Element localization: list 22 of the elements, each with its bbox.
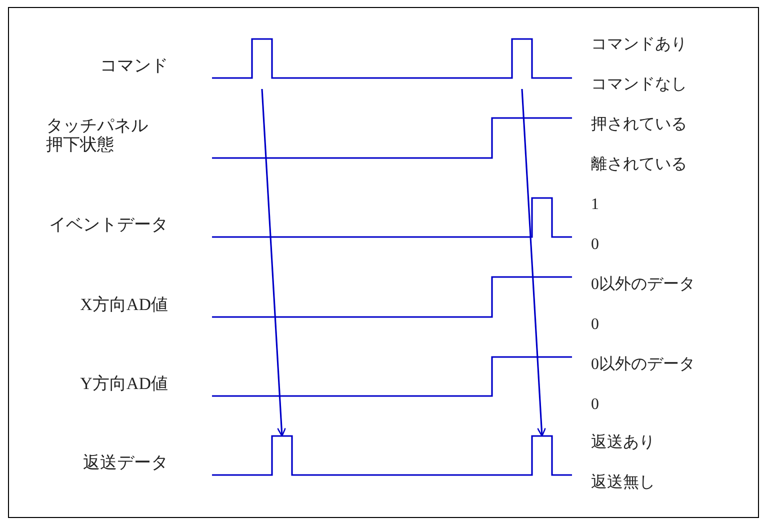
state-label: 0 bbox=[591, 395, 599, 415]
state-label: コマンドあり bbox=[591, 35, 687, 55]
state-label: 0以外のデータ bbox=[591, 355, 695, 375]
arrow bbox=[521, 88, 546, 437]
state-label: 0 bbox=[591, 315, 599, 335]
state-label: 返送あり bbox=[591, 433, 655, 453]
state-label: 押されている bbox=[591, 115, 687, 135]
state-label: 離されている bbox=[591, 155, 687, 175]
signal-name: 返送データ bbox=[83, 452, 168, 472]
state-label: 1 bbox=[591, 195, 599, 215]
state-label: コマンドなし bbox=[591, 75, 687, 95]
arrow bbox=[261, 88, 286, 437]
signal-waveform bbox=[212, 38, 572, 79]
state-label: 0 bbox=[591, 235, 599, 255]
signal-waveform bbox=[212, 435, 572, 476]
signal-name: イベントデータ bbox=[49, 214, 168, 234]
state-label: 0以外のデータ bbox=[591, 275, 695, 295]
signal-name: タッチパネル押下状態 bbox=[46, 116, 149, 154]
state-label: 返送無し bbox=[591, 473, 655, 493]
signal-name: Y方向AD値 bbox=[80, 374, 168, 392]
signal-name: コマンド bbox=[100, 56, 168, 74]
signal-name: X方向AD値 bbox=[80, 294, 168, 314]
